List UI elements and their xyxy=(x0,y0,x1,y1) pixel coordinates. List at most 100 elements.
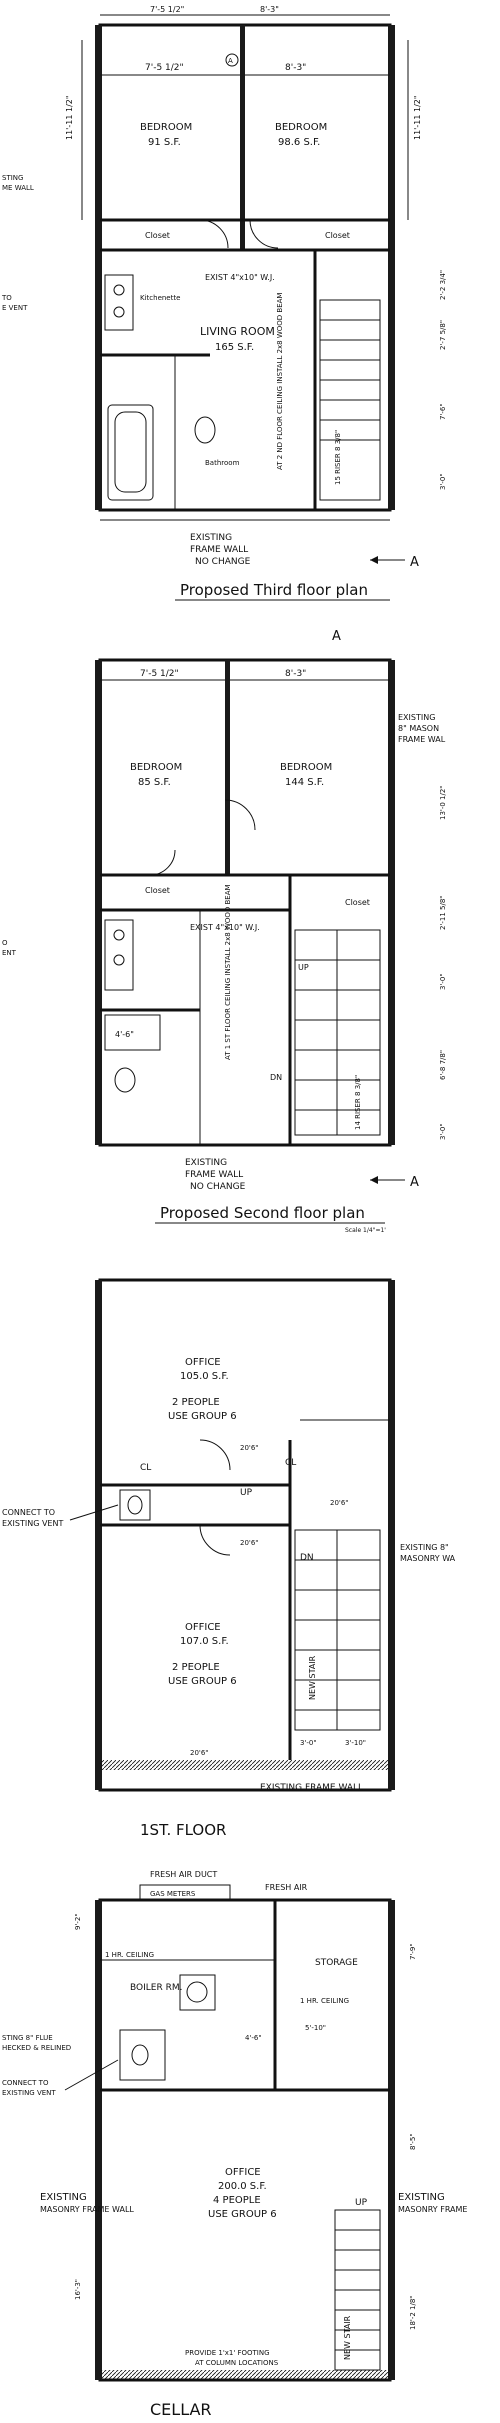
office-top-area: 105.0 S.F. xyxy=(180,1371,229,1382)
office-top-name: OFFICE xyxy=(185,1357,221,1368)
office-top-use: USE GROUP 6 xyxy=(168,1411,237,1422)
office-bottom-area: 107.0 S.F. xyxy=(180,1636,229,1647)
cellar-right-wall-2: MASONRY FRAME xyxy=(398,2205,467,2214)
dn-label-1: DN xyxy=(300,1553,314,1563)
bedroom-left-area-2: 85 S.F. xyxy=(138,777,171,788)
boiler-room-label: BOILER RM. xyxy=(130,1983,182,1993)
door-label-3: 20'6" xyxy=(330,1499,349,1507)
cellar-right-wall-1: EXISTING xyxy=(398,2192,445,2203)
gas-meters-label: GAS METERS xyxy=(150,1890,196,1898)
first-left-note-1: CONNECT TO xyxy=(2,1508,55,1517)
dim-top-right-2: 8'-3" xyxy=(285,669,306,679)
bathtub xyxy=(107,404,154,501)
office-bottom-name: OFFICE xyxy=(185,1622,221,1633)
dim-bedroom-left: 7'-5 1/2" xyxy=(145,63,184,73)
office-bottom-people: 2 PEOPLE xyxy=(172,1662,220,1673)
dim-side-4: 3'-0" xyxy=(439,473,447,490)
stair-cellar xyxy=(334,2209,381,2371)
first-floor-plan: OFFICE 105.0 S.F. 2 PEOPLE USE GROUP 6 O… xyxy=(2,1278,456,1839)
scale-note: Scale 1/4"=1' xyxy=(345,1227,386,1234)
office-bottom-use: USE GROUP 6 xyxy=(168,1676,237,1687)
left-note-1: STING xyxy=(2,174,23,182)
stair-third xyxy=(319,299,381,501)
first-frame-note: EXISTING FRAME WALL xyxy=(260,1783,363,1793)
closet-left-2: Closet xyxy=(145,886,170,895)
cellar-left-note-1: STING 8" FLUE xyxy=(2,2034,53,2042)
frame-note-2-3: NO CHANGE xyxy=(190,1182,246,1192)
right-note-1: EXISTING xyxy=(398,713,435,722)
dn-label-2: DN xyxy=(270,1073,282,1082)
cellar-left-wall-2: MASONRY FRAME WALL xyxy=(40,2205,134,2214)
stair-dim-1: 3'-0" xyxy=(300,1739,317,1747)
cellar-office-area: 200.0 S.F. xyxy=(218,2181,267,2192)
left-note-2b: ENT xyxy=(2,949,17,957)
third-floor-plan: 7'-5 1/2" 8'-3" 7'-5 1/2" 8'-3" 11'-11 1… xyxy=(1,5,447,601)
kitchen-counter-2 xyxy=(104,919,134,991)
cl-label-2: CL xyxy=(285,1458,296,1468)
section-arrow-a-2: A xyxy=(410,1175,419,1190)
fresh-air-duct: FRESH AIR DUCT xyxy=(150,1870,217,1879)
ceiling-note: AT 2 ND FLOOR CEILING INSTALL 2x8 WOOD B… xyxy=(276,293,284,470)
closet-right-2: Closet xyxy=(345,898,370,907)
office-top-people: 2 PEOPLE xyxy=(172,1397,220,1408)
dim-top-a: 7'-5 1/2" xyxy=(150,5,184,14)
joist-note: EXIST 4"x10" W.J. xyxy=(205,273,275,282)
cellar-office-name: OFFICE xyxy=(225,2167,261,2178)
section-mark-a-top: A xyxy=(228,57,233,65)
kitchenette-label: Kitchenette xyxy=(140,294,180,302)
joist-note-2: EXIST 4"x10" W.J. xyxy=(190,923,260,932)
living-room-name: LIVING ROOM xyxy=(200,325,275,338)
cellar-dim-6: 18'-2 1/8" xyxy=(409,2295,417,2330)
dim-side-2-2: 2'-11 5/8" xyxy=(439,895,447,930)
bedroom-right-name: BEDROOM xyxy=(275,122,327,133)
frame-note-2-1: EXISTING xyxy=(185,1158,227,1168)
left-note-4: E VENT xyxy=(2,304,28,312)
kitchen-counter xyxy=(104,274,134,331)
living-room-area: 165 S.F. xyxy=(215,342,254,353)
bedroom-left-area: 91 S.F. xyxy=(148,137,181,148)
up-label-1: UP xyxy=(240,1488,253,1498)
first-right-note-1: EXISTING 8" xyxy=(400,1543,449,1552)
cellar-plan: FRESH AIR DUCT FRESH AIR GAS METERS 1 HR… xyxy=(2,1870,467,2419)
dim-side-2: 2'-7 5/8" xyxy=(439,320,447,350)
bedroom-left-name: BEDROOM xyxy=(140,122,192,133)
cellar-caption: CELLAR xyxy=(150,2400,212,2419)
dim-side-2-1: 13'-0 1/2" xyxy=(439,785,447,820)
up-label-2: UP xyxy=(298,963,309,972)
cellar-office-people: 4 PEOPLE xyxy=(213,2195,261,2206)
bathtub-2 xyxy=(104,1014,161,1051)
bedroom-partition xyxy=(240,25,245,250)
door-label-1: 20'6" xyxy=(240,1444,259,1452)
bedroom-right-area-2: 144 S.F. xyxy=(285,777,324,788)
cl-label-1: CL xyxy=(140,1463,151,1473)
first-floor-caption: 1ST. FLOOR xyxy=(140,1821,226,1839)
door-label-2: 20'6" xyxy=(240,1539,259,1547)
first-right-note-2: MASONRY WA xyxy=(400,1554,456,1563)
stair-note-2: 14 RISER 8 3/8" xyxy=(354,1075,362,1130)
left-note-3: TO xyxy=(1,294,12,302)
cellar-left-note-3: CONNECT TO xyxy=(2,2079,49,2087)
cellar-left-wall-1: EXISTING xyxy=(40,2192,87,2203)
dim-side-1: 2'-2 3/4" xyxy=(439,270,447,300)
stair-dim-2: 3'-10" xyxy=(345,1739,366,1747)
closet-left: Closet xyxy=(145,231,170,240)
storage-label: STORAGE xyxy=(315,1958,358,1968)
dim-right-side: 11'-11 1/2" xyxy=(413,95,422,140)
cellar-dim-3: 9'-2" xyxy=(74,1913,82,1930)
closet-right: Closet xyxy=(325,231,350,240)
frame-note-2-2: FRAME WALL xyxy=(185,1170,243,1180)
hr-ceiling-2: 1 HR. CEILING xyxy=(300,1997,349,2005)
second-floor-plan: A 7'-5 1/2" 8'-3" BEDROOM 85 S.F. BEDROO… xyxy=(2,629,447,1234)
bedroom-right-area: 98.6 S.F. xyxy=(278,137,320,148)
footing-note-1: PROVIDE 1'x1' FOOTING xyxy=(185,2349,270,2357)
first-floor-outline xyxy=(98,1278,392,1792)
cellar-dim-5: 8'-5" xyxy=(409,2133,417,2150)
toilet-2 xyxy=(114,1067,136,1093)
stair-second xyxy=(294,929,381,1136)
dim-side-2-3: 3'-0" xyxy=(439,973,447,990)
stair-note: 15 RISER 8 3/8" xyxy=(334,430,342,485)
cellar-dim-1: 4'-6" xyxy=(245,2034,262,2042)
cellar-dim-4: 16'-3" xyxy=(74,2279,82,2300)
dim-top-b: 8'-3" xyxy=(260,5,279,14)
